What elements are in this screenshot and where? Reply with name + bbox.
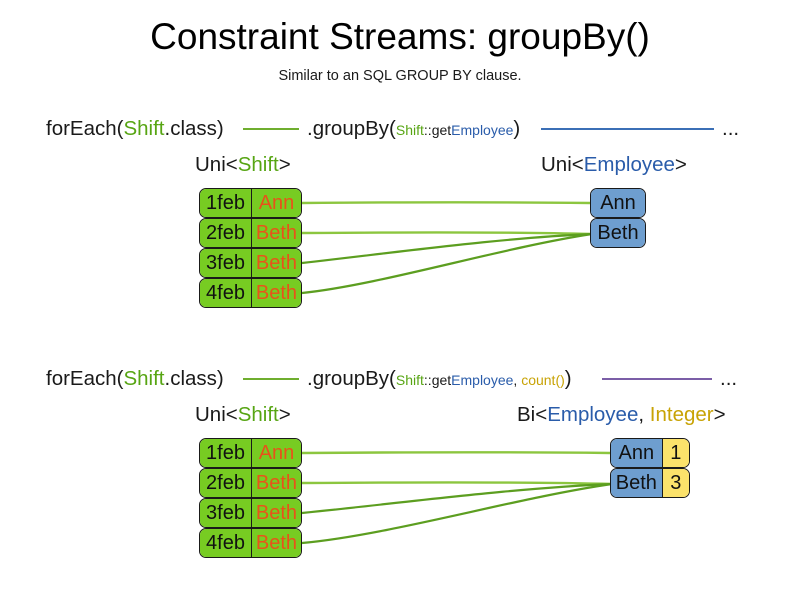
employee-count-cell: 1 [661, 439, 689, 467]
right-type-label-bi-employee-integer: Bi<Employee, Integer> [517, 402, 726, 428]
left-type-label-uni-shift: Uni<Shift> [195, 152, 291, 178]
groupby-arg-type-token: Shift [395, 372, 424, 388]
shift-node[interactable]: 3feb Beth [199, 248, 302, 278]
groupby-arg-method-suffix: Employee [451, 372, 514, 388]
code-groupby-expression: .groupBy(Shift::getEmployee) [307, 114, 520, 145]
code-ellipsis: ... [722, 117, 740, 140]
shift-date-cell: 2feb [200, 469, 251, 497]
foreach-close-text: .class) [164, 117, 224, 140]
link-line-3feb-beth [301, 482, 613, 515]
code-ellipsis: ... [720, 367, 738, 390]
diagram-groupby-count: 1feb Ann 2feb Beth 3feb Beth 4feb Beth A… [0, 438, 800, 560]
right-type-name-2: Integer [649, 403, 714, 426]
right-type-prefix: Bi< [517, 403, 548, 426]
left-type-name: Shift [237, 153, 279, 176]
shift-date-cell: 1feb [200, 439, 251, 467]
link-line-2feb-beth [301, 481, 613, 486]
groupby-open-text: .groupBy( [307, 367, 396, 390]
groupby-arg-method-suffix: Employee [451, 122, 514, 138]
link-line-2feb-beth [301, 231, 593, 236]
shift-date-cell: 4feb [200, 529, 251, 557]
employee-name-cell: Ann [611, 439, 662, 467]
employee-count-node[interactable]: Ann 1 [610, 438, 690, 468]
shift-node[interactable]: 4feb Beth [199, 278, 302, 308]
left-type-suffix: > [278, 153, 291, 176]
right-type-prefix: Uni< [541, 153, 584, 176]
right-type-label-uni-employee: Uni<Employee> [541, 152, 687, 178]
page-title: Constraint Streams: groupBy() [150, 16, 650, 57]
shift-node[interactable]: 2feb Beth [199, 468, 302, 498]
groupby-arg-type-token: Shift [395, 122, 424, 138]
employee-count-cell: 3 [661, 469, 689, 497]
shift-employee-cell: Beth [250, 529, 301, 557]
shift-node[interactable]: 1feb Ann [199, 188, 302, 218]
connector-rule-foreach-to-groupby [243, 378, 299, 380]
employee-name-cell: Beth [591, 219, 645, 247]
right-type-suffix: > [674, 153, 687, 176]
foreach-open-text: forEach( [46, 367, 124, 390]
code-row-groupby-plain: forEach(Shift.class) .groupBy(Shift::get… [0, 114, 800, 144]
groupby-arg-method-prefix: get [431, 372, 452, 388]
code-foreach-expression: forEach(Shift.class) [46, 114, 224, 144]
foreach-open-text: forEach( [46, 117, 124, 140]
shift-employee-cell: Ann [250, 439, 301, 467]
shift-employee-cell: Ann [250, 189, 301, 217]
connector-rule-groupby-to-next [541, 128, 714, 130]
employee-name-cell: Ann [591, 189, 645, 217]
shift-date-cell: 4feb [200, 279, 251, 307]
shift-employee-cell: Beth [250, 279, 301, 307]
groupby-arg-separator: :: [423, 122, 432, 138]
groupby-arg-separator: :: [423, 372, 432, 388]
link-line-4feb-beth [301, 232, 593, 295]
shift-employee-cell: Beth [250, 499, 301, 527]
left-type-label-uni-shift: Uni<Shift> [195, 402, 291, 428]
groupby-arg-collector-token: count() [521, 372, 565, 388]
right-type-middle: , [638, 403, 650, 426]
shift-date-cell: 2feb [200, 219, 251, 247]
employee-node[interactable]: Beth [590, 218, 646, 248]
link-line-1feb-ann [301, 451, 611, 455]
shift-node[interactable]: 4feb Beth [199, 528, 302, 558]
link-line-3feb-beth [301, 232, 593, 265]
employee-node[interactable]: Ann [590, 188, 646, 218]
code-row-groupby-count: forEach(Shift.class) .groupBy(Shift::get… [0, 364, 800, 394]
shift-date-cell: 1feb [200, 189, 251, 217]
shift-node[interactable]: 1feb Ann [199, 438, 302, 468]
right-type-name: Employee [547, 403, 639, 426]
shift-node[interactable]: 2feb Beth [199, 218, 302, 248]
link-line-1feb-ann [301, 201, 591, 205]
shift-employee-cell: Beth [250, 249, 301, 277]
employee-name-cell: Beth [611, 469, 662, 497]
shift-employee-cell: Beth [250, 219, 301, 247]
code-groupby-expression: .groupBy(Shift::getEmployee, count()) [307, 364, 572, 395]
foreach-type-token: Shift [123, 367, 165, 390]
foreach-type-token: Shift [123, 117, 165, 140]
groupby-open-text: .groupBy( [307, 117, 396, 140]
groupby-close-text: ) [513, 117, 521, 140]
right-type-name: Employee [583, 153, 675, 176]
left-type-suffix: > [278, 403, 291, 426]
groupby-close-text: ) [564, 367, 572, 390]
link-lines-group [301, 201, 593, 295]
groupby-arg-method-prefix: get [431, 122, 452, 138]
diagram-groupby-plain: 1feb Ann 2feb Beth 3feb Beth 4feb Beth A… [0, 188, 800, 310]
groupby-arg-comma: , [513, 372, 522, 388]
left-type-prefix: Uni< [195, 403, 238, 426]
right-type-suffix: > [713, 403, 726, 426]
left-type-name: Shift [237, 403, 279, 426]
link-line-4feb-beth [301, 482, 613, 545]
left-type-prefix: Uni< [195, 153, 238, 176]
employee-count-node[interactable]: Beth 3 [610, 468, 690, 498]
shift-date-cell: 3feb [200, 249, 251, 277]
connector-rule-foreach-to-groupby [243, 128, 299, 130]
shift-employee-cell: Beth [250, 469, 301, 497]
connector-rule-groupby-to-next [602, 378, 712, 380]
shift-date-cell: 3feb [200, 499, 251, 527]
foreach-close-text: .class) [164, 367, 224, 390]
code-foreach-expression: forEach(Shift.class) [46, 364, 224, 394]
page-subtitle: Similar to an SQL GROUP BY clause. [278, 68, 522, 84]
shift-node[interactable]: 3feb Beth [199, 498, 302, 528]
